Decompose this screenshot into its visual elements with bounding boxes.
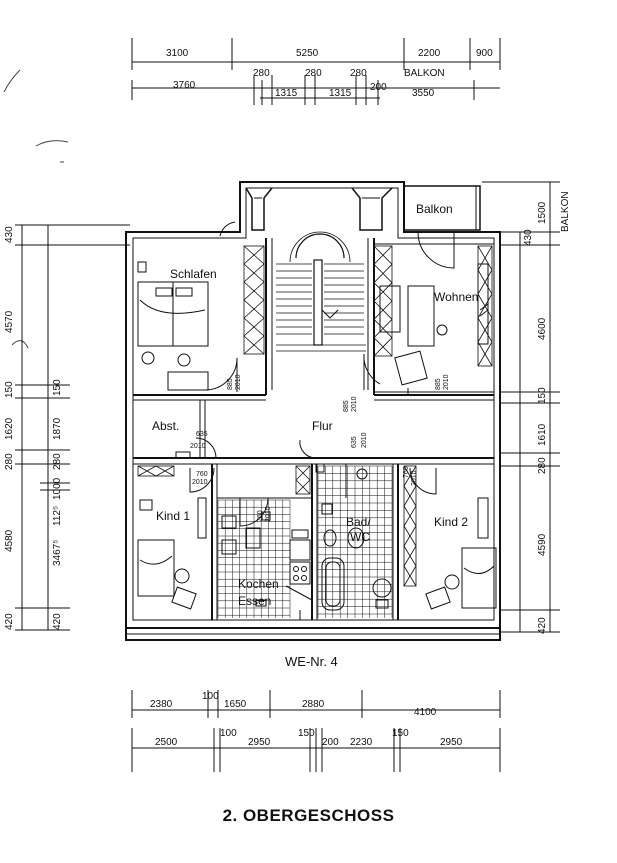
- room-balkon: Balkon: [416, 202, 453, 216]
- right-dim-balkon: BALKON: [560, 191, 571, 232]
- bot-dim-100-b: 100: [220, 728, 237, 739]
- door-schlafen-885: 885: [227, 378, 234, 390]
- top-dim-280-a: 280: [253, 68, 270, 79]
- right-dim-1500: 1500: [537, 201, 548, 224]
- room-kind1: Kind 1: [156, 509, 190, 523]
- left-dim-4580: 4580: [4, 529, 15, 552]
- door-dimension-texts: 885 2010 885 2010 885 2010 635 2010 635 …: [190, 374, 450, 522]
- top-dim-5250: 5250: [296, 48, 319, 59]
- bot-dim-2880: 2880: [302, 699, 325, 710]
- bot-dim-100-a: 100: [202, 691, 219, 702]
- top-dim-1315-b: 1315: [329, 88, 352, 99]
- room-labels: Balkon Schlafen Wohnen Abst. Flur Kind 1…: [152, 202, 478, 608]
- left-dim-150: 150: [4, 381, 15, 398]
- bot-dim-200: 200: [322, 737, 339, 748]
- unit-label: WE-Nr. 4: [285, 654, 338, 669]
- right-dim-420: 420: [537, 617, 548, 634]
- right-dim-1610: 1610: [537, 423, 548, 446]
- bottom-dimension-texts: 2380 100 1650 2880 4100 2500 100 2950 15…: [150, 691, 463, 748]
- door-wohnen-885: 885: [435, 378, 442, 390]
- top-dim-3550: 3550: [412, 88, 435, 99]
- left-dimension-texts: 430 4570 150 1620 280 4580 420 150 1870 …: [4, 226, 63, 630]
- tile-grids: [217, 465, 393, 618]
- door-kueche-2010: 2010: [265, 506, 272, 522]
- room-wc: WC: [350, 530, 370, 544]
- top-dimension-lines: [131, 38, 501, 105]
- door-flur-885: 885: [343, 400, 350, 412]
- right-dim-150: 150: [537, 387, 548, 404]
- right-dim-4590: 4590: [537, 533, 548, 556]
- right-dim-430: 430: [523, 229, 534, 246]
- room-flur: Flur: [312, 419, 333, 433]
- top-dim-3760: 3760: [173, 80, 196, 91]
- bottom-dimension-lines: [131, 690, 501, 772]
- room-schlafen: Schlafen: [170, 267, 217, 281]
- right-dimension-texts: 1500 BALKON 430 4600 150 1610 280 4590 4…: [523, 191, 571, 634]
- door-bad-2010: 2010: [361, 432, 368, 448]
- left-dim-4570: 4570: [4, 310, 15, 333]
- bot-dim-2500: 2500: [155, 737, 178, 748]
- top-dim-balkon: BALKON: [404, 68, 445, 79]
- room-kind2: Kind 2: [434, 515, 468, 529]
- page-title: 2. OBERGESCHOSS: [222, 806, 395, 825]
- bot-dim-4100: 4100: [414, 707, 437, 718]
- door-abst-635: 635: [196, 431, 208, 438]
- door-wohnen-2010: 2010: [443, 374, 450, 390]
- top-dim-200: 200: [370, 82, 387, 93]
- left-inner-280: 280: [52, 453, 63, 470]
- left-dim-280: 280: [4, 453, 15, 470]
- top-dim-280-c: 280: [350, 68, 367, 79]
- room-wohnen: Wohnen: [434, 290, 478, 304]
- bot-dim-2380: 2380: [150, 699, 173, 710]
- top-dim-1315-a: 1315: [275, 88, 298, 99]
- stray-marks: [3, 69, 69, 349]
- room-essen: Essen: [238, 594, 271, 608]
- bot-dim-2230: 2230: [350, 737, 373, 748]
- right-dim-4600: 4600: [537, 317, 548, 340]
- balkon-box: [403, 185, 481, 231]
- bot-dim-2950-b: 2950: [440, 737, 463, 748]
- left-inner-150: 150: [52, 379, 63, 396]
- top-dim-3100: 3100: [166, 48, 189, 59]
- left-inner-1870: 1870: [52, 417, 63, 440]
- furniture: [137, 261, 497, 611]
- left-dimension-lines: [15, 224, 130, 631]
- top-dim-900: 900: [476, 48, 493, 59]
- left-inner-1125: 112⁵: [52, 506, 63, 526]
- left-dim-430: 430: [4, 226, 15, 243]
- bot-dim-150-a: 150: [298, 728, 315, 739]
- door-bad-635: 635: [351, 436, 358, 448]
- door-kind2-2010: 2010: [411, 470, 418, 486]
- right-dim-280: 280: [537, 457, 548, 474]
- left-dim-1620: 1620: [4, 417, 15, 440]
- left-inner-420: 420: [52, 613, 63, 630]
- left-dim-420: 420: [4, 613, 15, 630]
- walls: [125, 181, 501, 641]
- left-inner-34675: 3467⁵: [52, 540, 63, 566]
- door-kind1-2010: 2010: [192, 479, 208, 486]
- door-flur-2010: 2010: [351, 396, 358, 412]
- door-kind1-760: 760: [196, 471, 208, 478]
- room-bad: Bad/: [346, 515, 371, 529]
- bot-dim-150-b: 150: [392, 728, 409, 739]
- doors: [189, 221, 455, 620]
- top-dim-2200: 2200: [418, 48, 441, 59]
- right-dimension-lines: [482, 181, 560, 633]
- room-kochen: Kochen: [238, 577, 279, 591]
- door-kind2-760: 760: [403, 466, 410, 478]
- room-abst: Abst.: [152, 419, 179, 433]
- door-schlafen-2010: 2010: [235, 374, 242, 390]
- bot-dim-1650: 1650: [224, 699, 247, 710]
- staircase: [276, 231, 366, 352]
- door-kueche-760: 760: [257, 510, 264, 522]
- top-dim-280-b: 280: [305, 68, 322, 79]
- left-inner-1000: 1000: [52, 477, 63, 500]
- top-dimension-texts: 3100 5250 2200 900 280 280 280 BALKON 37…: [166, 48, 493, 99]
- bot-dim-2950-a: 2950: [248, 737, 271, 748]
- door-abst-2010: 2010: [190, 443, 206, 450]
